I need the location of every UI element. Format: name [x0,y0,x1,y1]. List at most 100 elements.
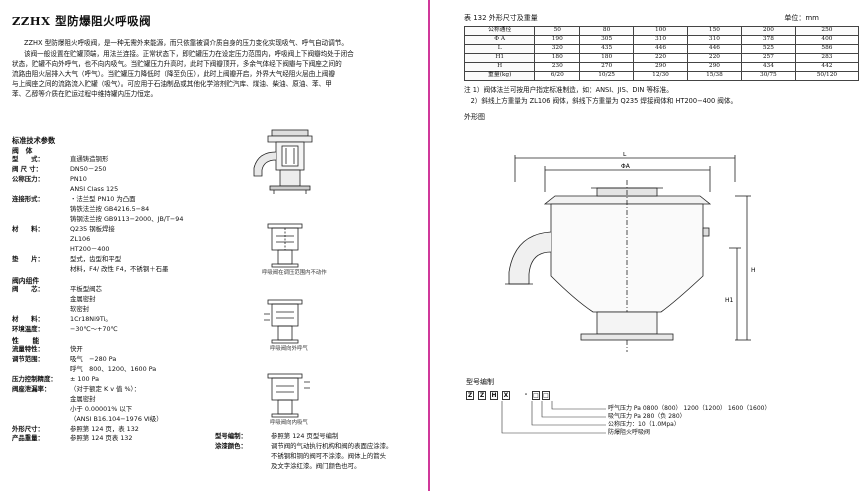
spec-row: 阀 尺 寸：DN50－250 [12,165,217,175]
valve-state-figures: 呼吸阀在调压范围内不动作 呼吸阀向外呼气 呼吸阀向内吸气 [220,112,350,442]
figure-caption-inhale: 呼吸阀向内吸气 [270,420,308,426]
table-cell: 220 [633,52,688,63]
table-cell: 10/25 [579,70,635,81]
spec-key: 外形尺寸： [12,424,44,433]
table-cell: 220 [686,52,742,63]
spec-key [12,305,70,315]
spec-value: PN10 [70,175,87,184]
spec-row: 金属密封 [12,295,217,305]
spec-key: 垫 片： [12,254,44,263]
spec-row: 压力控制精度：± 100 Pa [12,375,217,385]
spec-row: 调节范围：吸气 −280 Pa [12,355,217,365]
spec-row: 公称压力：PN10 [12,175,217,185]
table-cell: 283 [794,52,860,63]
table-cell: 250 [794,25,860,36]
spec-group-heading: 阀 体 [12,147,33,155]
figure-caption-idle: 呼吸阀在调压范围内不动作 [262,270,327,276]
table-cell: 400 [794,34,860,45]
table-cell: 230 [534,61,581,72]
spec-group-heading: 性 能 [12,336,40,345]
spec-row: 铸钢法兰按 GB9113−2000、JB/T−94 [12,215,217,225]
intro-paragraph: ZZHX 型防爆阻火呼吸阀，是一种无需外来能源，而只依靠被调介质自身的压力变化实… [12,38,422,99]
spec-row: 材 料：Q235 钢板焊接 [12,225,217,235]
outline-svg: L ΦA H H1 [505,151,756,352]
spec-key [12,235,70,245]
table-header: 表 132 外形尺寸及重量 单位：mm [464,14,859,23]
spec-value: （对于额定 K v 值 %）： [70,384,141,393]
spec-key: 压力控制精度： [12,374,57,383]
spec-value: 呼气 800、1200、1600 Pa [70,364,157,373]
table-cell: 80 [579,25,635,36]
spec-row: 铸铁法兰按 GB4216.5−84 [12,205,217,215]
note-value: 调节阀的气动执行机构和阀的表面应涂漆。 [271,441,393,450]
table-cell: 50/120 [794,70,860,81]
dim-label-h1: H1 [725,297,734,304]
spec-key: 产品重量： [12,434,44,443]
table-note: 注 1）阀体法兰可按用户指定标准制造，如：ANSI、JIS、DIN 等标准。 [464,85,673,94]
spec-key [12,205,70,215]
table-cell: 586 [794,43,860,54]
spec-value: 1Cr18Ni9Ti。 [70,314,112,323]
note-row: 涂漆颜色： 调节阀的气动执行机构和阀的表面应涂漆。 [215,442,420,452]
spec-group-heading: 阀内组件 [12,276,40,285]
outline-title: 外形图 [464,113,485,122]
outline-drawing: L ΦA H H1 [485,151,785,362]
page-gutter [428,0,430,491]
spec-row: 软密封 [12,305,217,315]
spec-row: 小于 0.00001% 以下 [12,405,217,415]
note-key: 型号编制： [215,432,247,440]
table-row-header: Φ A [463,34,536,45]
spec-value: 吸气 −280 Pa [70,355,117,364]
spec-key: 阀 芯： [12,285,44,294]
table-cell: 30/75 [740,70,796,81]
intro-line: 与上阀座之间的流路流入贮罐（吸气）。可应用于石油制品或其他化学溶剂贮汽库、煤油、… [12,80,332,89]
note-key: 涂漆颜色： [215,441,247,450]
spec-row: 材 料： 1Cr18Ni9Ti。 [12,315,217,325]
table-cell: 378 [740,34,796,45]
spec-value: 铸铁法兰按 GB4216.5−84 [70,205,150,214]
spec-key [12,185,70,195]
table-title: 表 132 外形尺寸及重量 [464,14,538,22]
model-code-box: Z [478,391,486,400]
model-code-label: 吸气压力 Pa 280（负 280） [608,413,686,420]
spec-row: 垫 片： 型式，齿型和平型 [12,255,217,265]
spec-key: 材 料： [12,314,44,323]
table-cell: 435 [579,43,635,54]
intro-line: ZZHX 型防爆阻火呼吸阀，是一种无需外来能源，而只依靠被调介质自身的压力变化实… [24,39,348,48]
spec-value: HT200－400 [70,244,110,253]
spec-row: 型 式：直通铸造钢形 [12,155,217,165]
left-page: ZZHX 型防爆阻火呼吸阀 ZZHX 型防爆阻火呼吸阀，是一种无需外来能源，而只… [12,14,422,99]
intro-line: 状态，贮罐不向外呼气，也不向内吸气。当贮罐压力升高时，此时下阀瓣顶开，多余气体经… [12,59,342,68]
spec-value: （ANSI B16.104−1976 Ⅵ级） [70,414,163,423]
spec-value: DN50－250 [70,165,107,174]
spec-row: 外形尺寸：参照第 124 页，表 132 [12,425,217,435]
model-code-box: Z [466,391,474,400]
spec-row: 阀 芯：平板型阀芯 [12,285,217,295]
spec-value: 材料，F4/ 改性 F4，不锈钢＋石墨 [70,264,169,273]
table-row-header: 重量(kg) [463,70,536,81]
spec-row: 材料，F4/ 改性 F4，不锈钢＋石墨 [12,265,217,275]
table-cell: 434 [740,61,796,72]
table-cell: 310 [633,34,688,45]
page-title: ZZHX 型防爆阻火呼吸阀 [12,14,152,28]
table-cell: 525 [740,43,796,54]
table-notes: 注 1）阀体法兰可按用户指定标准制造，如：ANSI、JIS、DIN 等标准。 2… [464,85,859,107]
spec-value: 参照第 124 页表 132 [70,434,133,443]
spec-value: 型式，齿型和平型 [70,254,122,263]
figure-caption-exhale: 呼吸阀向外呼气 [270,346,308,352]
table-cell: 15/38 [686,70,742,81]
spec-value: 铸钢法兰按 GB9113−2000、JB/T−94 [70,215,184,224]
spec-key: 材 料： [12,224,44,233]
model-code-label: 呼气压力 Pa 0800（800） 1200（1200） 1600（1600） [608,405,771,412]
spec-value: 金属密封 [70,394,96,403]
table-cell: 442 [794,61,860,72]
table-cell: 270 [579,61,635,72]
spec-key: 型 式： [12,155,44,164]
note-value: 参照第 124 页型号编制 [271,432,339,440]
